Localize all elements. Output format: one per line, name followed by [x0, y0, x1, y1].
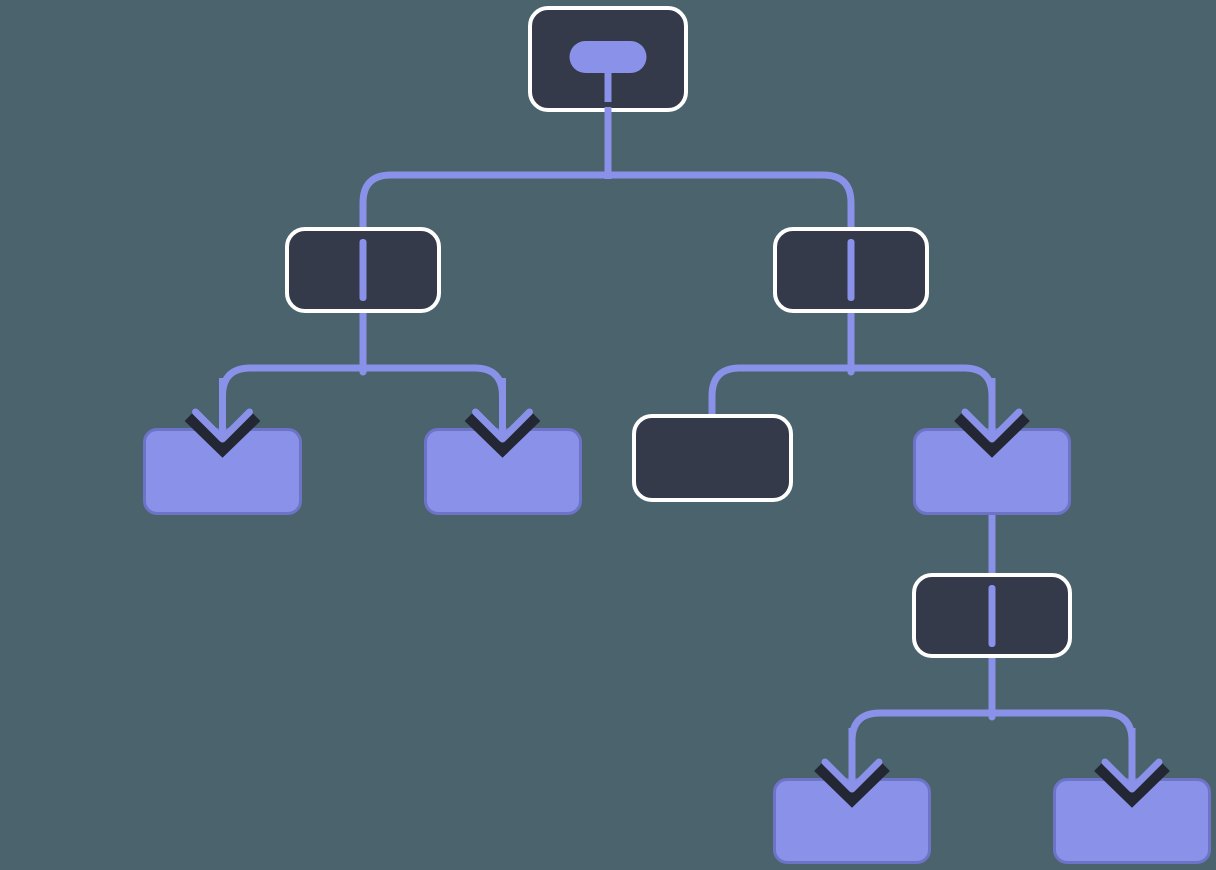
flow-node-branch-left[interactable]	[285, 227, 441, 313]
flow-node-mid-plain[interactable]	[632, 414, 793, 502]
connector-edge-2	[219, 364, 506, 438]
pill-placeholder	[569, 41, 647, 73]
flow-node-branch-bottom[interactable]	[912, 573, 1072, 658]
flow-node-leaf-5[interactable]	[1053, 778, 1211, 864]
flow-node-root[interactable]	[528, 6, 688, 112]
flow-node-leaf-4[interactable]	[773, 778, 931, 864]
flow-node-leaf-2[interactable]	[424, 428, 582, 515]
divider-bar	[359, 239, 367, 301]
flow-node-leaf-1[interactable]	[143, 428, 302, 515]
flow-node-branch-right[interactable]	[773, 227, 929, 313]
flow-node-leaf-3[interactable]	[913, 428, 1071, 515]
divider-bar	[988, 584, 996, 647]
divider-bar	[847, 239, 855, 301]
connector-edge-0	[359, 171, 855, 236]
connector-edge-7	[848, 709, 1136, 788]
